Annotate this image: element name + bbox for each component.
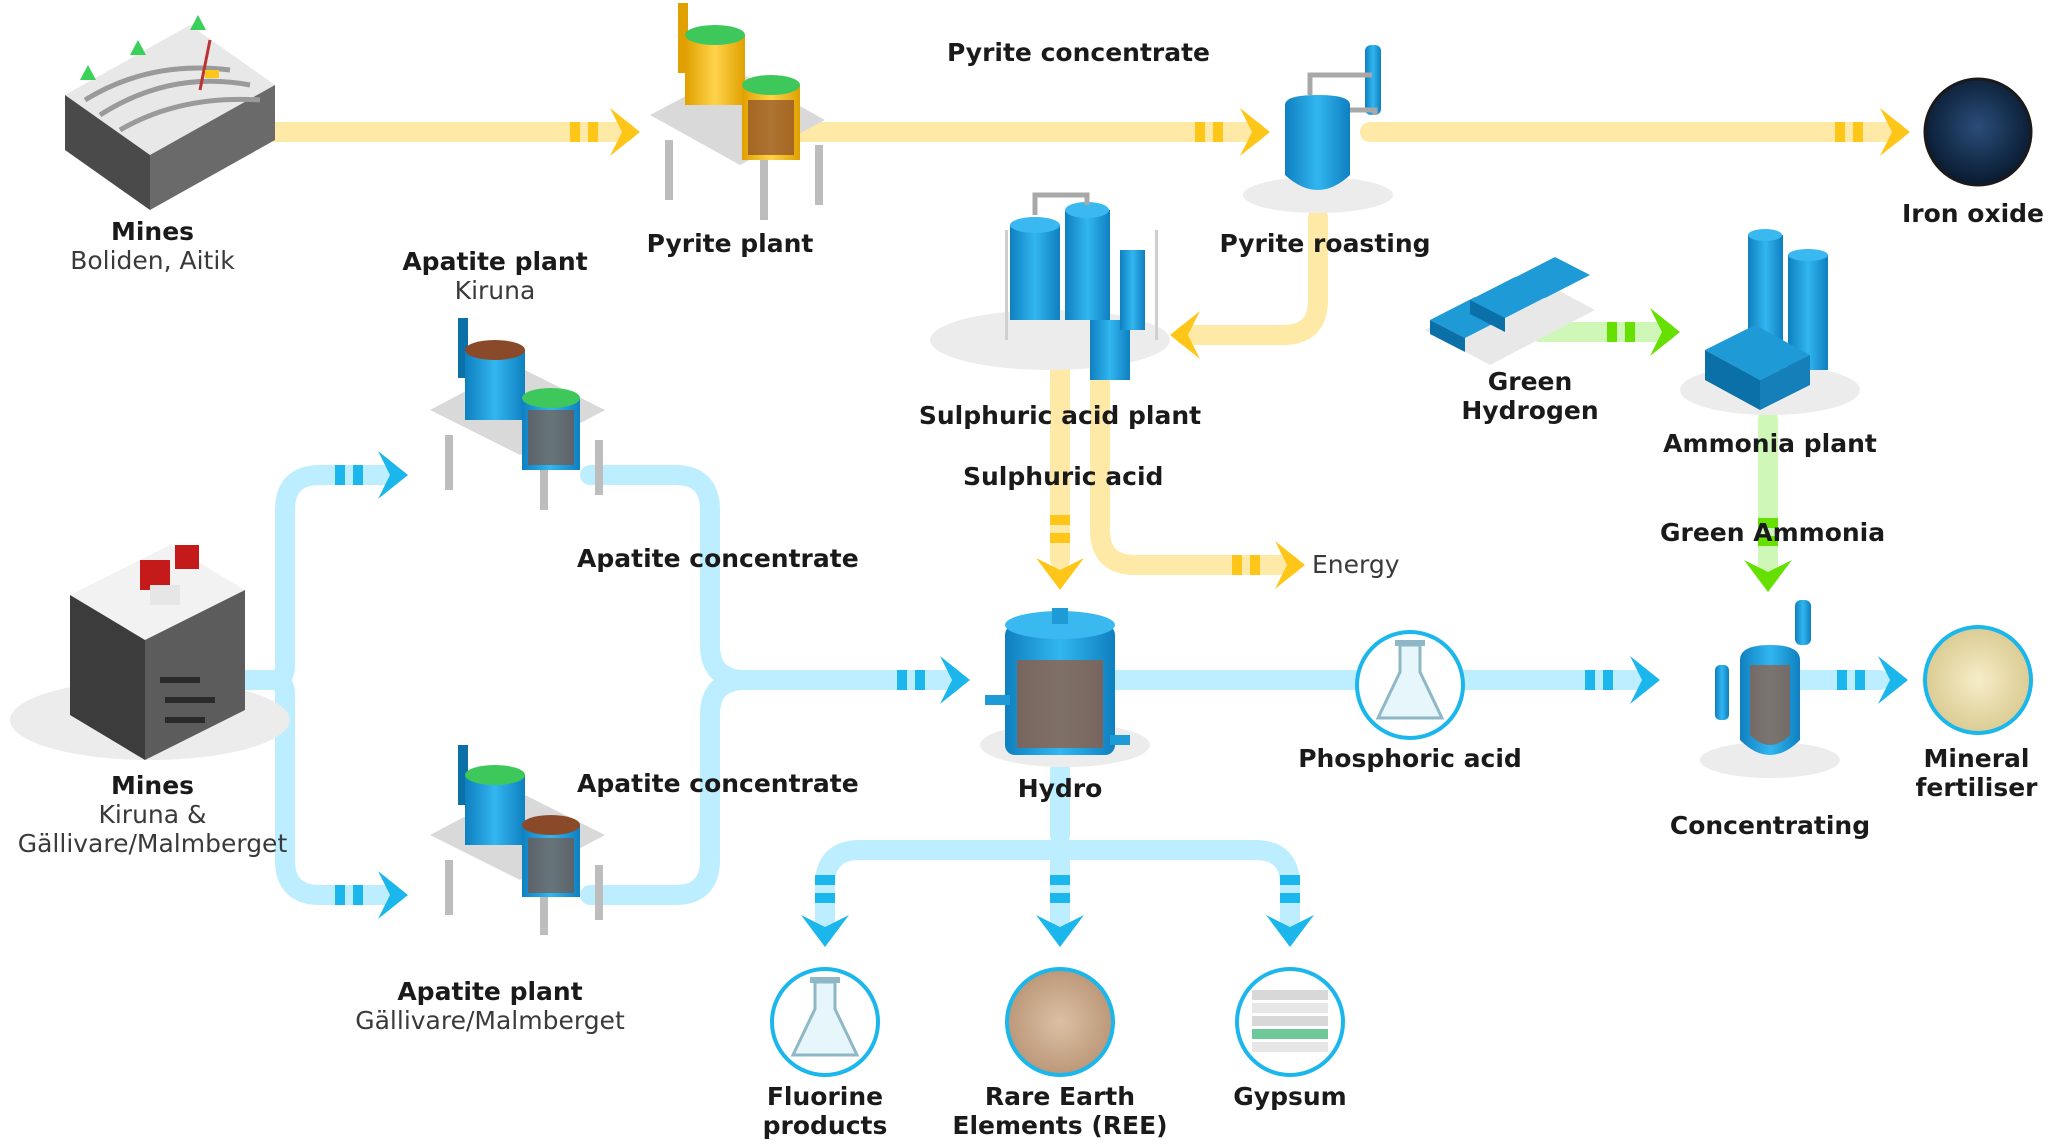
- arrow-yellow: [1275, 541, 1305, 589]
- flow-dash: [570, 122, 580, 142]
- rare-earth-label: Rare Earth Elements (REE): [952, 1082, 1168, 1140]
- mines-kiruna-label: Mines Kiruna & Gällivare/Malmberget: [17, 771, 288, 858]
- flow-dash: [1232, 555, 1242, 575]
- apatite-concentrate-bottom-label: Apatite concentrate: [577, 769, 859, 798]
- mines-boliden-label: Mines Boliden, Aitik: [70, 217, 235, 275]
- iron-oxide-icon: [1923, 77, 2033, 187]
- flow-dash: [353, 465, 363, 485]
- mine-terrain-icon: [65, 15, 275, 210]
- flotation-plant-icon: [430, 318, 605, 510]
- flow-dash: [1280, 893, 1300, 903]
- flow-dash: [1855, 670, 1865, 690]
- arrow-yellow: [610, 108, 640, 156]
- flow-hydro-byproducts: [815, 760, 1300, 930]
- pyrite-roasting-label: Pyrite roasting: [1219, 229, 1431, 258]
- flow-dash: [1603, 670, 1613, 690]
- fertiliser-pellets-icon: [1923, 625, 2033, 735]
- flow-apatite-concentrate-top: [580, 465, 955, 690]
- flow-dash: [1213, 122, 1223, 142]
- flask-icon: [770, 967, 880, 1077]
- pyrite-concentrate-label: Pyrite concentrate: [947, 38, 1211, 67]
- arrow-blue: [378, 451, 408, 499]
- arrow-blue: [1036, 915, 1084, 947]
- apatite-plant-gallivare-label: Apatite plant Gällivare/Malmberget: [355, 977, 625, 1035]
- sulphuric-acid-plant-label: Sulphuric acid plant: [918, 401, 1202, 430]
- flow-mine-to-apatite-kiruna: [235, 465, 395, 690]
- ammonia-plant-icon: [1680, 229, 1860, 415]
- arrow-green: [1650, 308, 1680, 356]
- fluorine-products-label: Fluorine products: [762, 1082, 888, 1140]
- gypsum-board-icon: [1235, 967, 1345, 1077]
- flow-dash: [1625, 322, 1635, 342]
- flow-dash: [1585, 670, 1595, 690]
- flow-dash: [588, 122, 598, 142]
- flow-dash: [815, 893, 835, 903]
- arrow-blue: [378, 871, 408, 919]
- energy-label: Energy: [1312, 550, 1400, 579]
- flotation-plant-icon: [650, 3, 825, 220]
- flow-dash: [1607, 322, 1617, 342]
- flow-dash: [1250, 555, 1260, 575]
- hydro-label: Hydro: [1017, 774, 1103, 803]
- arrow-yellow: [1036, 558, 1084, 590]
- flow-dash: [1050, 893, 1070, 903]
- flow-energy: [1090, 340, 1300, 575]
- green-hydrogen-label: Green Hydrogen: [1461, 367, 1599, 425]
- underground-mine-icon: [10, 545, 290, 760]
- arrow-blue: [801, 915, 849, 947]
- arrow-green: [1744, 560, 1792, 592]
- flow-dash: [1758, 536, 1778, 546]
- flow-dash: [1835, 122, 1845, 142]
- reactor-tank-icon: [980, 608, 1150, 767]
- apatite-plant-kiruna-label: Apatite plant Kiruna: [402, 247, 588, 305]
- arrow-yellow: [1240, 108, 1270, 156]
- flow-dash: [335, 465, 345, 485]
- phosphoric-acid-label: Phosphoric acid: [1298, 744, 1522, 773]
- flow-dash: [1758, 518, 1778, 528]
- arrow-yellow: [1170, 311, 1200, 359]
- flow-dash: [1050, 533, 1070, 543]
- pyrite-plant-label: Pyrite plant: [646, 229, 814, 258]
- flow-dash: [897, 670, 907, 690]
- sulphuric-acid-label: Sulphuric acid: [963, 462, 1164, 491]
- flow-apatite-concentrate-bottom: [580, 670, 755, 905]
- flow-dash: [915, 670, 925, 690]
- ammonia-plant-label: Ammonia plant: [1663, 429, 1877, 458]
- flask-icon: [1355, 630, 1465, 740]
- flow-dash: [1837, 670, 1847, 690]
- flow-roasting-to-acid: [1175, 208, 1328, 345]
- mineral-fertiliser-label: Mineral fertiliser: [1915, 744, 2038, 802]
- flow-dash: [1050, 875, 1070, 885]
- arrow-blue: [940, 656, 970, 704]
- arrow-yellow: [1880, 108, 1910, 156]
- apatite-concentrate-top-label: Apatite concentrate: [577, 544, 859, 573]
- flotation-plant-icon: [430, 745, 605, 935]
- electrolyser-icon: [1425, 257, 1595, 365]
- gypsum-label: Gypsum: [1233, 1082, 1347, 1111]
- flow-mine-to-apatite-gallivare: [235, 670, 395, 905]
- concentrating-label: Concentrating: [1669, 811, 1871, 840]
- flow-dash: [1280, 875, 1300, 885]
- flow-dash: [335, 885, 345, 905]
- arrow-blue: [1266, 915, 1314, 947]
- iron-oxide-label: Iron oxide: [1901, 199, 2045, 228]
- flow-dash: [1853, 122, 1863, 142]
- flow-dash: [815, 875, 835, 885]
- flow-dash: [1195, 122, 1205, 142]
- acid-plant-icon: [930, 192, 1170, 380]
- flow-dash: [1050, 515, 1070, 525]
- ree-powder-icon: [1005, 967, 1115, 1077]
- flow-dash: [353, 885, 363, 905]
- evaporator-icon: [1700, 600, 1840, 778]
- arrow-blue: [1630, 656, 1660, 704]
- green-ammonia-label: Green Ammonia: [1660, 518, 1886, 547]
- roaster-icon: [1243, 45, 1393, 213]
- arrow-blue: [1878, 656, 1908, 704]
